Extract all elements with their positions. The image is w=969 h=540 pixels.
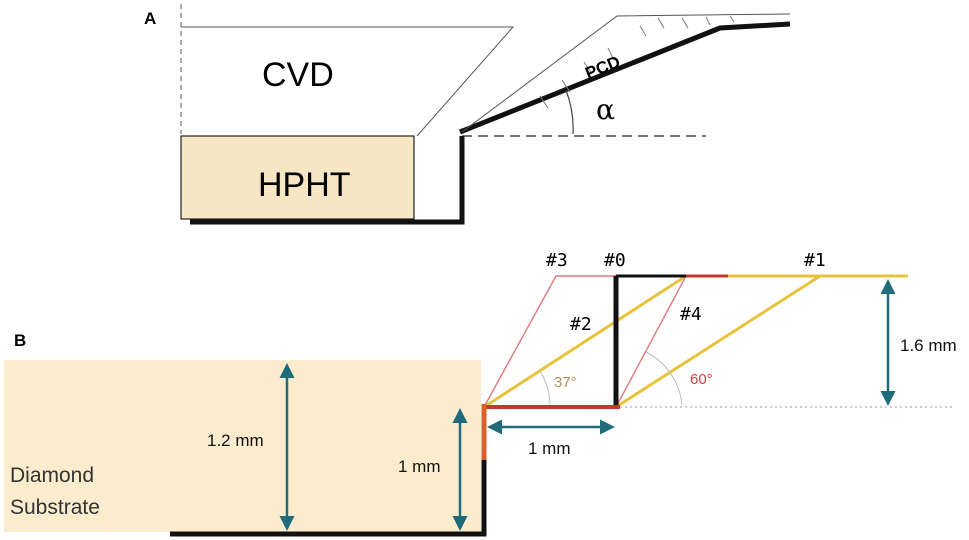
panel-b-label: B [14,331,26,350]
angle-arc-yellow [539,370,551,406]
substrate-label-line2: Substrate [10,496,100,519]
hpht-label: HPHT [258,166,351,204]
pcd-hatching [539,15,735,109]
panel-b: B Diamond Substrate 37° 60° #3 #0 #1 #2 … [4,250,957,537]
cvd-outline [181,26,515,137]
substrate-label-line1: Diamond [10,464,94,487]
dim-label-substrate-height: 1.2 mm [207,431,264,450]
alpha-label: α [596,93,615,126]
dim-label-step-height: 1 mm [398,457,441,476]
diamond-substrate [4,360,481,532]
dim-label-total-height: 1.6 mm [900,336,957,355]
angle-label-37: 37° [554,374,577,391]
alpha-arc [565,89,574,135]
sample-4-line [615,275,687,408]
sample-3-label: #3 [546,250,568,271]
pcd-label: PCD [583,52,623,83]
dim-label-step-width: 1 mm [528,439,571,458]
panel-a: A CVD HPHT PCD α [144,4,791,225]
sample-4-label: #4 [680,304,702,325]
substrate-contour-slope [459,21,791,135]
hpht-box [180,135,415,220]
panel-a-label: A [144,9,156,28]
angle-arc-red [645,351,683,406]
sample-0-label: #0 [604,250,626,271]
sample-2-line [483,274,687,409]
angle-label-60: 60° [690,371,713,388]
cvd-label: CVD [262,56,334,94]
substrate-bottom-contour [170,460,487,537]
sample-1-label: #1 [804,250,826,271]
pcd-outline [461,13,791,133]
sample-1-line [615,274,821,409]
substrate-contour-bottom [190,136,465,225]
sample-3-line [483,275,616,408]
sample-2-label: #2 [570,314,592,335]
